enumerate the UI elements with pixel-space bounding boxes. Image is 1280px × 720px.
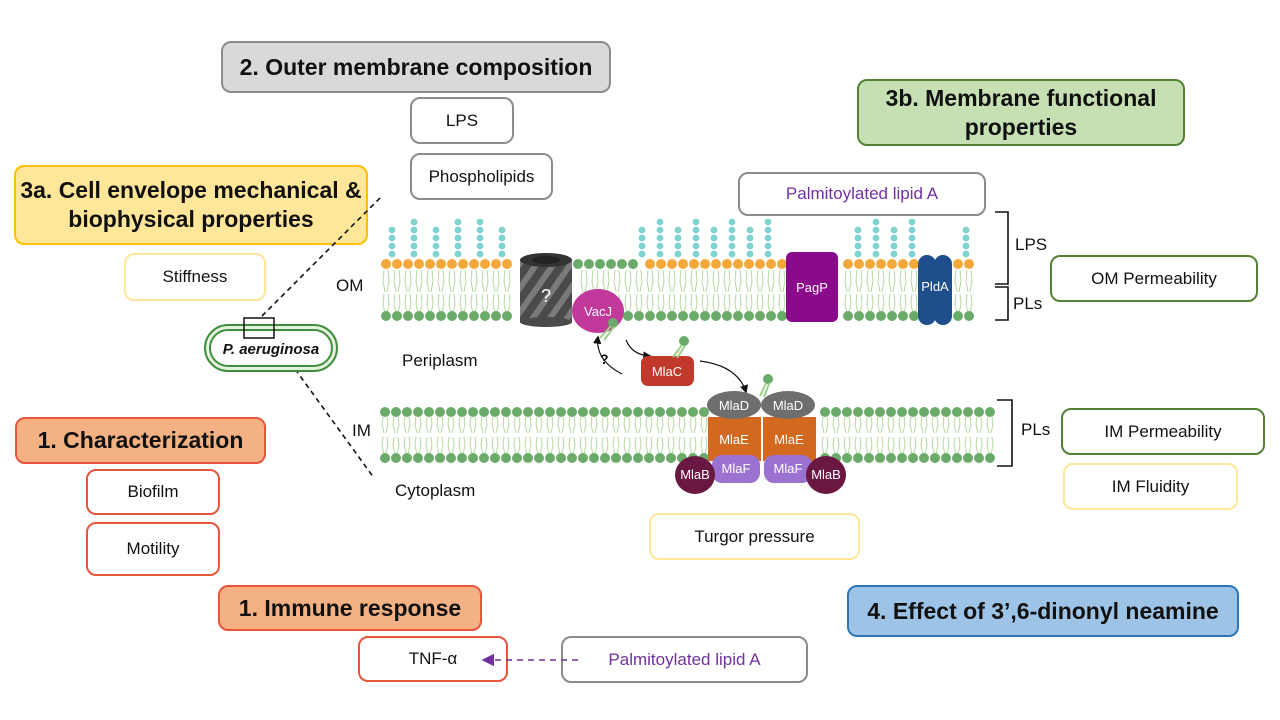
lps-bracket-label: LPS bbox=[1015, 235, 1048, 254]
mlac-to-mlad-arrow bbox=[699, 360, 749, 394]
mlae-label-left: MlaE bbox=[719, 432, 749, 447]
turgor-pressure-box: Turgor pressure bbox=[649, 513, 860, 560]
mlad-label-right: MlaD bbox=[773, 398, 803, 413]
mlab-label-left: MlaB bbox=[680, 467, 710, 482]
immune-response-header: 1. Immune response bbox=[218, 585, 482, 631]
pls-im-bracket-label: PLs bbox=[1021, 420, 1051, 439]
inner-membrane bbox=[380, 407, 995, 463]
unknown-transfer-label: ? bbox=[600, 351, 609, 367]
outer-membrane bbox=[381, 218, 974, 321]
pagp-protein: PagP bbox=[786, 252, 838, 322]
organism-label: P. aeruginosa bbox=[223, 341, 319, 358]
mlac-label: MlaC bbox=[652, 364, 682, 379]
mlaf-label-right: MlaF bbox=[774, 461, 803, 476]
om-label: OM bbox=[336, 276, 364, 295]
membrane-functional-properties-header: 3b. Membrane functional properties bbox=[857, 79, 1185, 146]
mlac-protein: MlaC bbox=[641, 336, 694, 386]
om-permeability-box: OM Permeability bbox=[1050, 255, 1258, 302]
mlaf-label-left: MlaF bbox=[722, 461, 751, 476]
palmitoylated-lipid-a-box: Palmitoylated lipid A bbox=[738, 172, 986, 216]
im-fluidity-box: IM Fluidity bbox=[1063, 463, 1238, 510]
lps-box: LPS bbox=[410, 97, 514, 144]
characterization-header: 1. Characterization bbox=[15, 417, 266, 464]
biofilm-box: Biofilm bbox=[86, 469, 220, 515]
palmitoylated-lipid-a-box-bottom: Palmitoylated lipid A bbox=[561, 636, 808, 683]
mla-complex: MlaE MlaE MlaD MlaD MlaF MlaF MlaB MlaB bbox=[675, 374, 846, 494]
unknown-transfer-arrow bbox=[592, 335, 623, 375]
lps-bracket bbox=[995, 211, 1009, 285]
stiffness-box: Stiffness bbox=[124, 253, 266, 301]
pls-om-bracket bbox=[995, 286, 1009, 321]
bacterium-icon: P. aeruginosa bbox=[204, 317, 338, 372]
im-label: IM bbox=[352, 421, 371, 440]
zoom-line-top bbox=[261, 195, 383, 317]
vacj-protein: VacJ bbox=[572, 289, 624, 341]
motility-box: Motility bbox=[86, 522, 220, 576]
pls-im-bracket bbox=[997, 399, 1013, 467]
im-permeability-box: IM Permeability bbox=[1061, 408, 1265, 455]
pagp-label: PagP bbox=[796, 280, 828, 295]
mlae-label-right: MlaE bbox=[774, 432, 804, 447]
vacj-to-mlac-arrow bbox=[625, 339, 652, 360]
unknown-channel-label: ? bbox=[541, 286, 551, 306]
cytoplasm-label: Cytoplasm bbox=[395, 481, 476, 500]
periplasm-label: Periplasm bbox=[402, 351, 478, 370]
mlab-label-right: MlaB bbox=[811, 467, 841, 482]
mlad-label-left: MlaD bbox=[719, 398, 749, 413]
outer-membrane-composition-header: 2. Outer membrane composition bbox=[221, 41, 611, 93]
vacj-label: VacJ bbox=[584, 304, 612, 319]
phospholipids-box: Phospholipids bbox=[410, 153, 553, 200]
dinonyl-neamine-effect-header: 4. Effect of 3’,6-dinonyl neamine bbox=[847, 585, 1239, 637]
plda-protein: PldA bbox=[918, 255, 952, 325]
unknown-channel: ? bbox=[520, 253, 572, 327]
cell-envelope-properties-header: 3a. Cell envelope mechanical & biophysic… bbox=[14, 165, 368, 245]
plda-label: PldA bbox=[921, 279, 949, 294]
pls-om-bracket-label: PLs bbox=[1013, 294, 1043, 313]
